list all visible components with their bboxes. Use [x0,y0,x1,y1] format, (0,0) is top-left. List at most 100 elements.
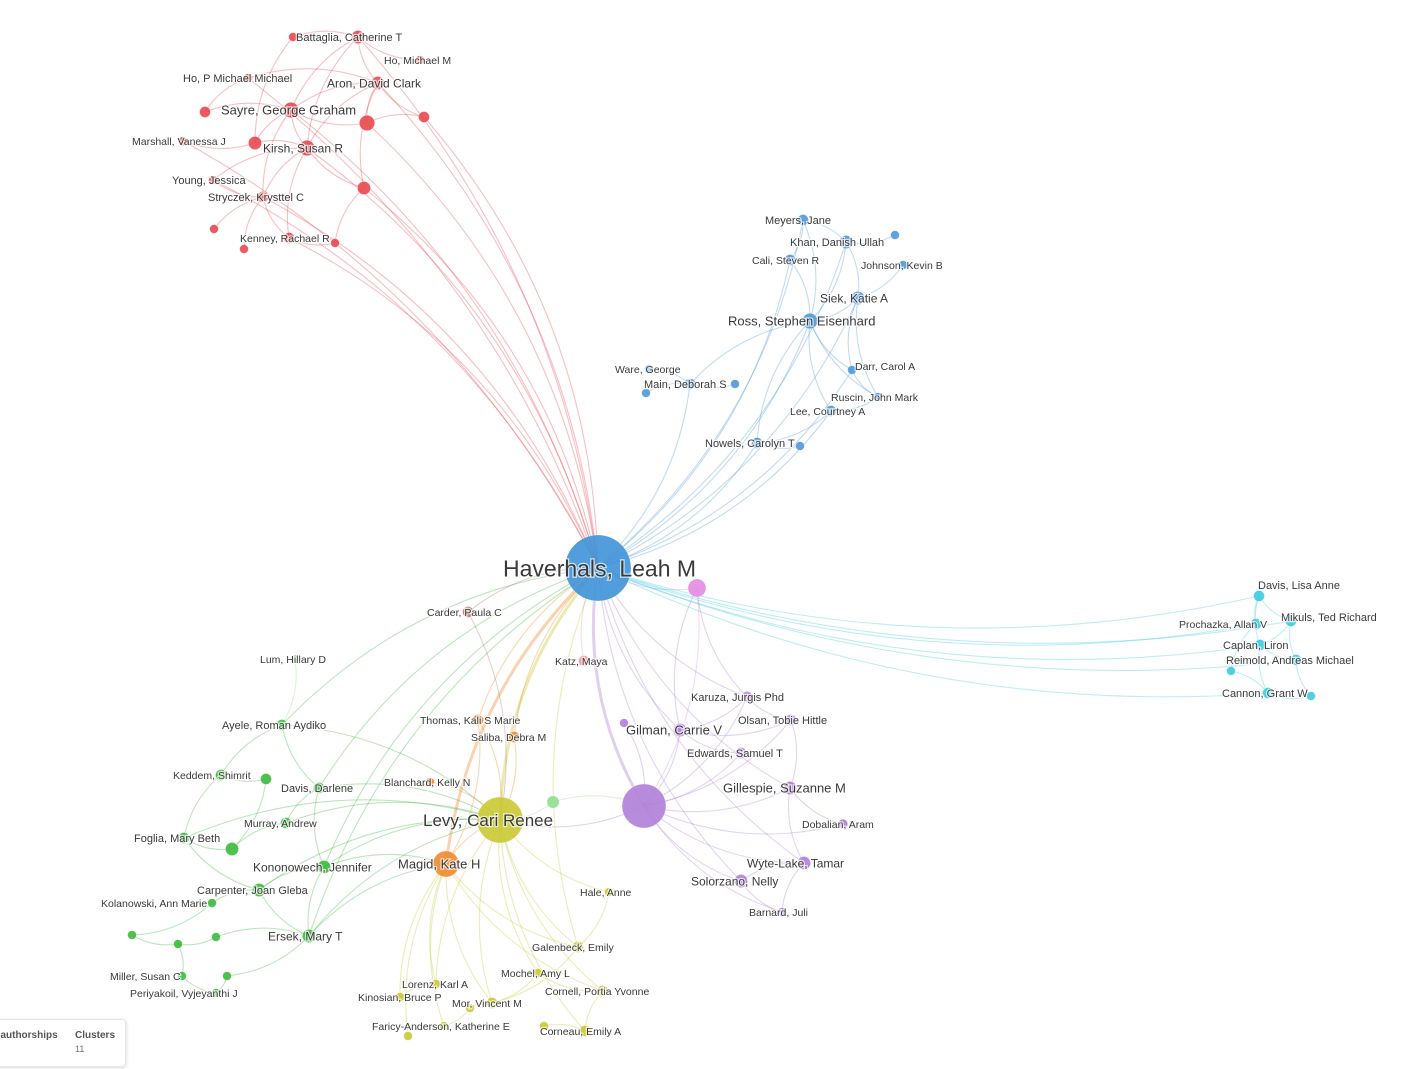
node-cali[interactable] [784,254,796,266]
node-gillespie[interactable] [783,781,797,795]
node-label-kolanowski[interactable]: Kolanowski, Ann Marie [100,897,209,912]
node-label-ruscin[interactable]: Ruscin, John Mark [830,391,920,406]
node-ho_p[interactable] [243,73,253,83]
node-label-saliba[interactable]: Saliba, Debra M [470,731,548,746]
node-mor[interactable] [486,997,498,1009]
node-label-davis_la[interactable]: Davis, Lisa Anne [1257,579,1341,594]
node-label-meyers[interactable]: Meyers, Jane [764,214,833,229]
node-gilman[interactable] [673,723,687,737]
node-lgreen[interactable] [546,795,560,809]
node-label-blanchard[interactable]: Blanchard, Kelly N [383,776,472,791]
node-ayele[interactable] [276,719,288,731]
node-label-caplan[interactable]: Caplan, Liron [1222,639,1290,654]
node-carpenter[interactable] [252,883,266,897]
node-cannon[interactable] [1262,687,1274,699]
node-blue_a[interactable] [890,230,900,240]
node-wyte[interactable] [797,856,811,870]
node-label-murray[interactable]: Murray, Andrew [243,817,319,832]
node-red_c[interactable] [199,106,211,118]
node-kinosian[interactable] [395,992,405,1002]
node-cyan_b[interactable] [1226,666,1236,676]
node-main[interactable] [684,378,696,390]
node-label-lum[interactable]: Lum, Hillary D [259,653,328,668]
node-label-sayre[interactable]: Sayre, George Graham [220,101,358,119]
node-green_f[interactable] [222,971,232,981]
node-label-siek[interactable]: Siek, Katie A [819,290,890,307]
node-levy[interactable] [476,796,524,844]
node-saliba[interactable] [508,731,520,743]
node-johnson[interactable] [898,260,908,270]
node-label-corneau[interactable]: Corneau, Emily A [539,1025,623,1040]
node-kolanowski[interactable] [207,898,217,908]
node-green_d[interactable] [173,939,183,949]
node-lee[interactable] [825,405,837,417]
node-label-marshall[interactable]: Marshall, Vanessa J [131,135,227,150]
node-label-stryczek[interactable]: Stryczek, Krysttel C [207,191,306,206]
node-young[interactable] [208,175,218,185]
node-green_e[interactable] [211,932,221,942]
node-davis_d[interactable] [313,782,325,794]
node-reimold[interactable] [1290,654,1302,666]
node-blue_c[interactable] [795,441,805,451]
node-mochel[interactable] [533,968,543,978]
node-hale[interactable] [604,887,614,897]
node-green_c[interactable] [127,930,137,940]
node-label-ho_mm[interactable]: Ho, Michael M [383,54,453,69]
node-label-mikuls[interactable]: Mikuls, Ted Richard [1280,611,1378,626]
node-label-aron[interactable]: Aron, David Clark [326,75,424,92]
node-label-reimold[interactable]: Reimold, Andreas Michael [1225,654,1355,669]
node-edwards[interactable] [735,747,747,759]
node-nowels[interactable] [751,437,763,449]
node-label-dobalian[interactable]: Dobalian, Aram [801,818,876,833]
node-label-mor[interactable]: Mor, Vincent M [451,997,523,1012]
node-label-cali[interactable]: Cali, Steven R [751,254,821,269]
node-label-ross[interactable]: Ross, Stephen Eisenhard [727,312,877,330]
node-ersek[interactable] [302,929,316,943]
node-label-ayele[interactable]: Ayele, Roman Aydiko [221,719,328,734]
node-label-keddem[interactable]: Keddem, Shimrit [172,769,252,784]
node-sayre[interactable] [282,102,299,119]
node-katz[interactable] [578,655,590,667]
node-cyan_a[interactable] [1306,691,1316,701]
node-aron[interactable] [371,76,385,90]
node-label-kenney[interactable]: Kenney, Rachael R [239,232,332,247]
node-yellow_a[interactable] [403,1031,413,1041]
node-label-haverhals[interactable]: Haverhals, Leah M [502,554,698,583]
node-khan[interactable] [839,235,853,249]
node-label-cornell[interactable]: Cornell, Portia Yvonne [544,985,651,1000]
node-label-ersek[interactable]: Ersek, Mary T [267,928,345,945]
node-red_e[interactable] [209,224,219,234]
node-galenbeck[interactable] [572,941,584,953]
node-label-edwards[interactable]: Edwards, Samuel T [686,747,785,762]
node-red_g[interactable] [330,238,340,248]
node-label-solorzano[interactable]: Solorzano, Nelly [690,873,780,890]
node-blue_b[interactable] [641,388,651,398]
node-foglia[interactable] [178,832,190,844]
node-solorzano[interactable] [734,874,748,888]
node-label-prochazka[interactable]: Prochazka, Allan V [1178,618,1269,633]
node-label-foglia[interactable]: Foglia, Mary Beth [133,832,222,847]
node-label-katz[interactable]: Katz, Maya [554,655,609,670]
node-label-kononowech[interactable]: Kononowech, Jennifer [252,859,373,876]
node-magid[interactable] [432,850,460,878]
node-keddem[interactable] [215,769,227,781]
node-mikuls[interactable] [1285,615,1297,627]
node-label-miller[interactable]: Miller, Susan C [109,970,183,985]
node-ruscin[interactable] [873,392,883,402]
node-label-periyakoil[interactable]: Periyakoil, Vyjeyanthi J [129,987,239,1002]
node-label-kinosian[interactable]: Kinosian, Bruce P [357,991,443,1006]
node-cornell[interactable] [597,985,609,997]
node-kenney[interactable] [283,232,295,244]
node-kononowech[interactable] [317,860,331,874]
node-label-khan[interactable]: Khan, Danish Ullah [789,236,886,251]
node-marshall[interactable] [178,136,188,146]
node-purple_a[interactable] [619,718,629,728]
node-karuza[interactable] [741,691,753,703]
node-label-lee[interactable]: Lee, Courtney A [789,405,867,420]
node-label-galenbeck[interactable]: Galenbeck, Emily [531,941,616,956]
node-purplehub[interactable] [621,783,667,829]
node-label-ware[interactable]: Ware, George [614,363,682,378]
node-label-kirsh[interactable]: Kirsh, Susan R [262,140,345,157]
node-label-darr[interactable]: Darr, Carol A [854,360,917,375]
